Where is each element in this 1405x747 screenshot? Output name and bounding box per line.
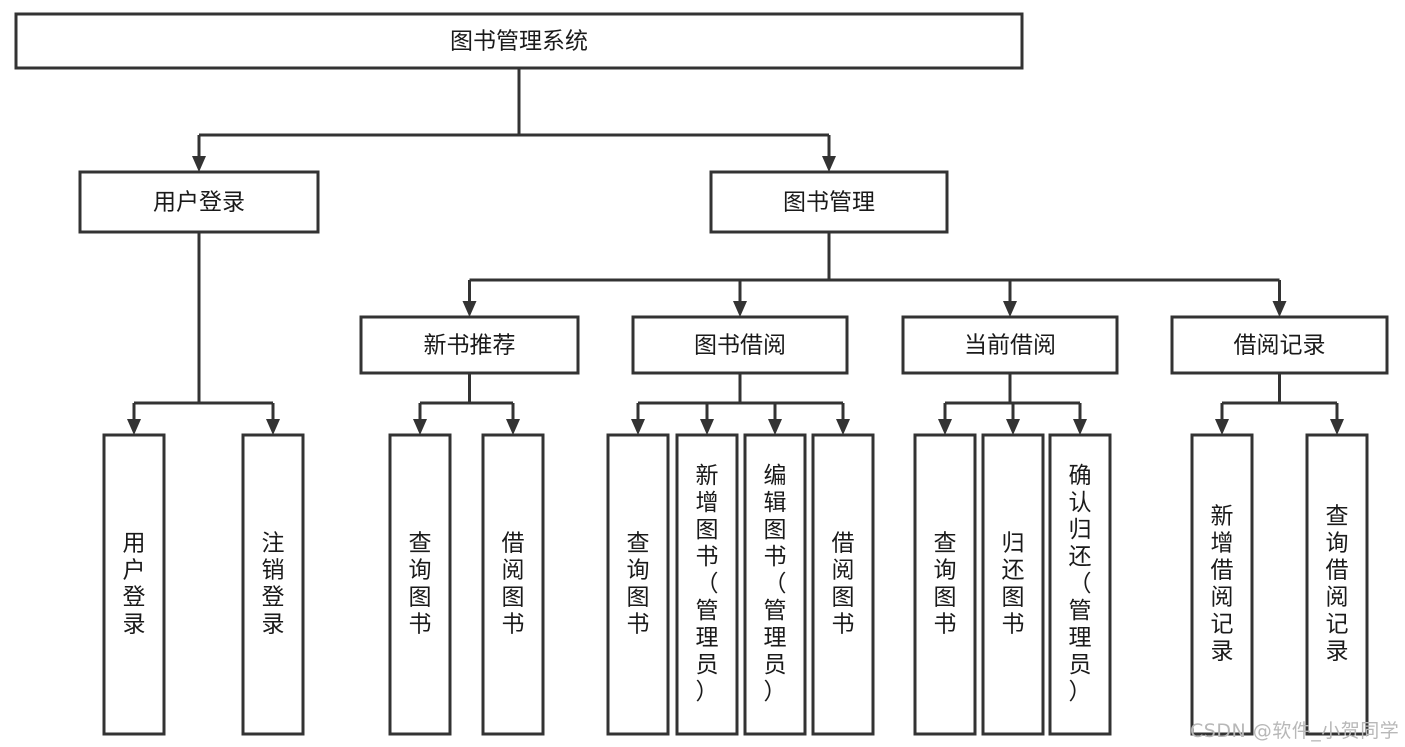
level2-node-2[interactable]: 图书管理 xyxy=(709,170,949,234)
node-box[interactable] xyxy=(102,433,166,736)
arrow-head-icon xyxy=(938,419,952,435)
node-box[interactable] xyxy=(1305,433,1369,736)
node-label: 用户登录 xyxy=(123,531,146,638)
arrow-head-icon xyxy=(733,301,747,317)
node-label: 图书借阅 xyxy=(694,333,786,359)
node-label: 借阅图书 xyxy=(502,531,525,638)
arrow-head-icon xyxy=(506,419,520,435)
node-box[interactable] xyxy=(743,433,807,736)
node-box[interactable] xyxy=(1190,433,1254,736)
arrow-head-icon xyxy=(768,419,782,435)
node-label: 图书管理系统 xyxy=(450,29,588,55)
node-label: 借阅记录 xyxy=(1234,333,1326,359)
node-label: 新书推荐 xyxy=(424,333,516,359)
level3-node-2[interactable]: 图书借阅 xyxy=(631,315,849,375)
leaf-node-2[interactable]: 注销登录 xyxy=(241,433,305,736)
arrow-head-icon xyxy=(1073,419,1087,435)
node-box[interactable] xyxy=(675,433,739,736)
node-box[interactable] xyxy=(1048,433,1112,736)
node-box[interactable] xyxy=(981,433,1045,736)
arrow-head-icon xyxy=(266,419,280,435)
node-label: 查询图书 xyxy=(627,531,650,638)
node-label: 新增图书（管理员） xyxy=(696,463,719,705)
node-label: 用户登录 xyxy=(153,190,245,216)
node-box[interactable] xyxy=(14,12,1024,70)
node-label: 新增借阅记录 xyxy=(1211,504,1234,665)
level3-node-1[interactable]: 新书推荐 xyxy=(359,315,580,375)
arrow-head-icon xyxy=(413,419,427,435)
arrow-head-icon xyxy=(462,301,477,317)
node-box[interactable] xyxy=(811,433,875,736)
node-label: 确认归还（管理员） xyxy=(1069,463,1092,705)
node-layer: 图书管理系统用户登录图书管理新书推荐图书借阅当前借阅借阅记录用户登录注销登录查询… xyxy=(14,12,1389,736)
connector-layer xyxy=(127,68,1344,435)
root-node-1[interactable]: 图书管理系统 xyxy=(14,12,1024,70)
arrow-head-icon xyxy=(1006,419,1020,435)
arrow-head-icon xyxy=(127,419,141,435)
csdn-watermark: CSDN @软件_小贺同学 xyxy=(1190,720,1400,742)
arrow-head-icon xyxy=(700,419,714,435)
leaf-node-5[interactable]: 查询图书 xyxy=(606,433,670,736)
node-box[interactable] xyxy=(606,433,670,736)
arrow-head-icon xyxy=(1330,419,1344,435)
node-box[interactable] xyxy=(78,170,320,234)
leaf-node-6[interactable]: 新增图书（管理员） xyxy=(675,433,739,736)
leaf-node-12[interactable]: 新增借阅记录 xyxy=(1190,433,1254,736)
node-box[interactable] xyxy=(1170,315,1389,375)
node-box[interactable] xyxy=(241,433,305,736)
arrow-head-icon xyxy=(836,419,850,435)
node-label: 查询图书 xyxy=(409,531,432,638)
leaf-node-3[interactable]: 查询图书 xyxy=(388,433,452,736)
leaf-node-11[interactable]: 确认归还（管理员） xyxy=(1048,433,1112,736)
leaf-node-4[interactable]: 借阅图书 xyxy=(481,433,545,736)
node-label: 归还图书 xyxy=(1002,531,1025,638)
leaf-node-8[interactable]: 借阅图书 xyxy=(811,433,875,736)
node-box[interactable] xyxy=(709,170,949,234)
node-label: 当前借阅 xyxy=(964,333,1056,359)
node-box[interactable] xyxy=(913,433,977,736)
arrow-head-icon xyxy=(192,156,206,172)
node-label: 编辑图书（管理员） xyxy=(764,463,787,705)
node-label: 图书管理 xyxy=(783,190,875,216)
node-box[interactable] xyxy=(359,315,580,375)
node-label: 查询借阅记录 xyxy=(1326,504,1349,665)
node-box[interactable] xyxy=(481,433,545,736)
leaf-node-7[interactable]: 编辑图书（管理员） xyxy=(743,433,807,736)
node-box[interactable] xyxy=(901,315,1119,375)
arrow-head-icon xyxy=(1215,419,1229,435)
arrow-head-icon xyxy=(822,156,836,172)
level2-node-1[interactable]: 用户登录 xyxy=(78,170,320,234)
node-label: 查询图书 xyxy=(934,531,957,638)
node-label: 注销登录 xyxy=(262,531,285,638)
node-box[interactable] xyxy=(388,433,452,736)
arrow-head-icon xyxy=(1003,301,1017,317)
leaf-node-13[interactable]: 查询借阅记录 xyxy=(1305,433,1369,736)
node-label: 借阅图书 xyxy=(832,531,855,638)
node-box[interactable] xyxy=(631,315,849,375)
level3-node-3[interactable]: 当前借阅 xyxy=(901,315,1119,375)
level3-node-4[interactable]: 借阅记录 xyxy=(1170,315,1389,375)
arrow-head-icon xyxy=(631,419,645,435)
leaf-node-9[interactable]: 查询图书 xyxy=(913,433,977,736)
arrow-head-icon xyxy=(1272,301,1287,317)
leaf-node-10[interactable]: 归还图书 xyxy=(981,433,1045,736)
leaf-node-1[interactable]: 用户登录 xyxy=(102,433,166,736)
